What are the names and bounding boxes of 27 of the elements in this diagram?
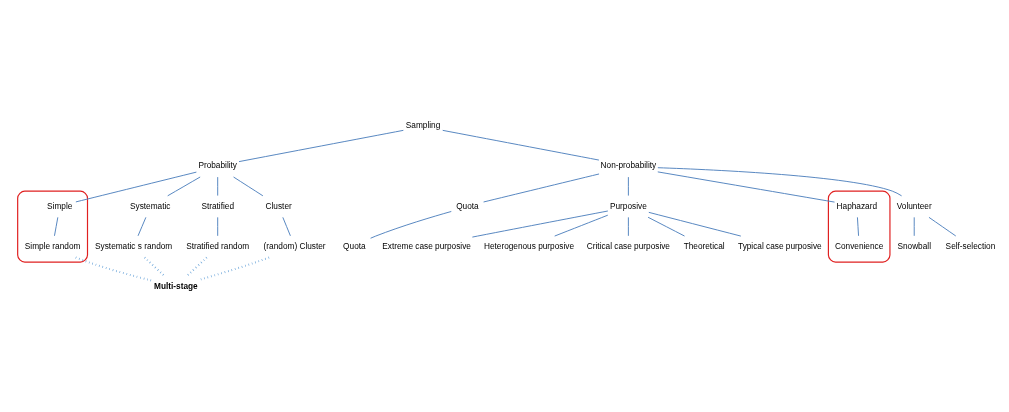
connector <box>166 176 201 196</box>
connector <box>553 214 608 237</box>
connector <box>627 216 629 236</box>
connector <box>482 173 600 202</box>
connector <box>656 166 902 196</box>
connector <box>185 256 207 277</box>
cluster <box>16 190 88 263</box>
connector <box>143 256 165 277</box>
connector <box>216 216 218 236</box>
cluster <box>827 190 891 263</box>
connector <box>238 129 404 162</box>
connector <box>53 216 58 236</box>
connector <box>627 176 629 196</box>
connector <box>369 210 452 239</box>
connector <box>137 216 146 236</box>
connector <box>281 216 291 236</box>
connector <box>856 216 859 236</box>
connector <box>216 176 218 196</box>
connector <box>471 210 608 238</box>
connector <box>74 171 197 202</box>
connector <box>232 176 263 196</box>
connector <box>656 170 835 203</box>
connector <box>928 216 956 236</box>
connector <box>441 129 599 161</box>
connector <box>647 216 685 236</box>
connector <box>647 211 741 237</box>
connector <box>913 216 915 236</box>
